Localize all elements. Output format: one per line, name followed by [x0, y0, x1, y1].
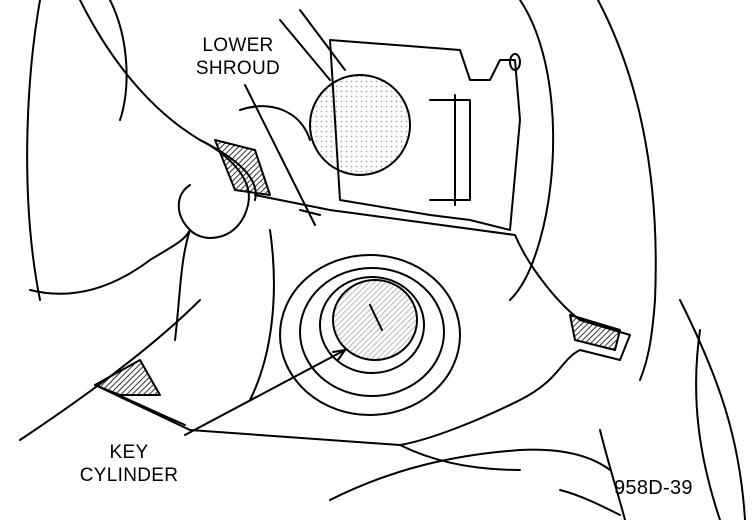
- column-bracket: [329, 39, 521, 231]
- key-cylinder-face: [332, 279, 418, 361]
- key-cylinder-label-line-2: CYLINDER: [79, 465, 179, 486]
- lower-shroud-label-line-2: SHROUD: [195, 58, 281, 79]
- key-cylinder-label-line-1: KEY: [109, 442, 149, 463]
- column-edge-right: [509, 0, 555, 301]
- lower-shroud-outline: [94, 194, 631, 446]
- key-cylinder-bezel-outer: [279, 254, 461, 416]
- column-arc-top: [109, 0, 128, 121]
- key-cylinder-label: KEY CYLINDER: [68, 441, 190, 487]
- lower-shroud-label-line-1: LOWER: [202, 35, 274, 56]
- lower-shroud-leader: [244, 84, 316, 226]
- key-cylinder-leader: [184, 349, 346, 436]
- figure-number: 958D-39: [614, 477, 693, 499]
- lower-shroud-label: LOWER SHROUD: [186, 34, 290, 80]
- column-arc-left: [26, 0, 41, 301]
